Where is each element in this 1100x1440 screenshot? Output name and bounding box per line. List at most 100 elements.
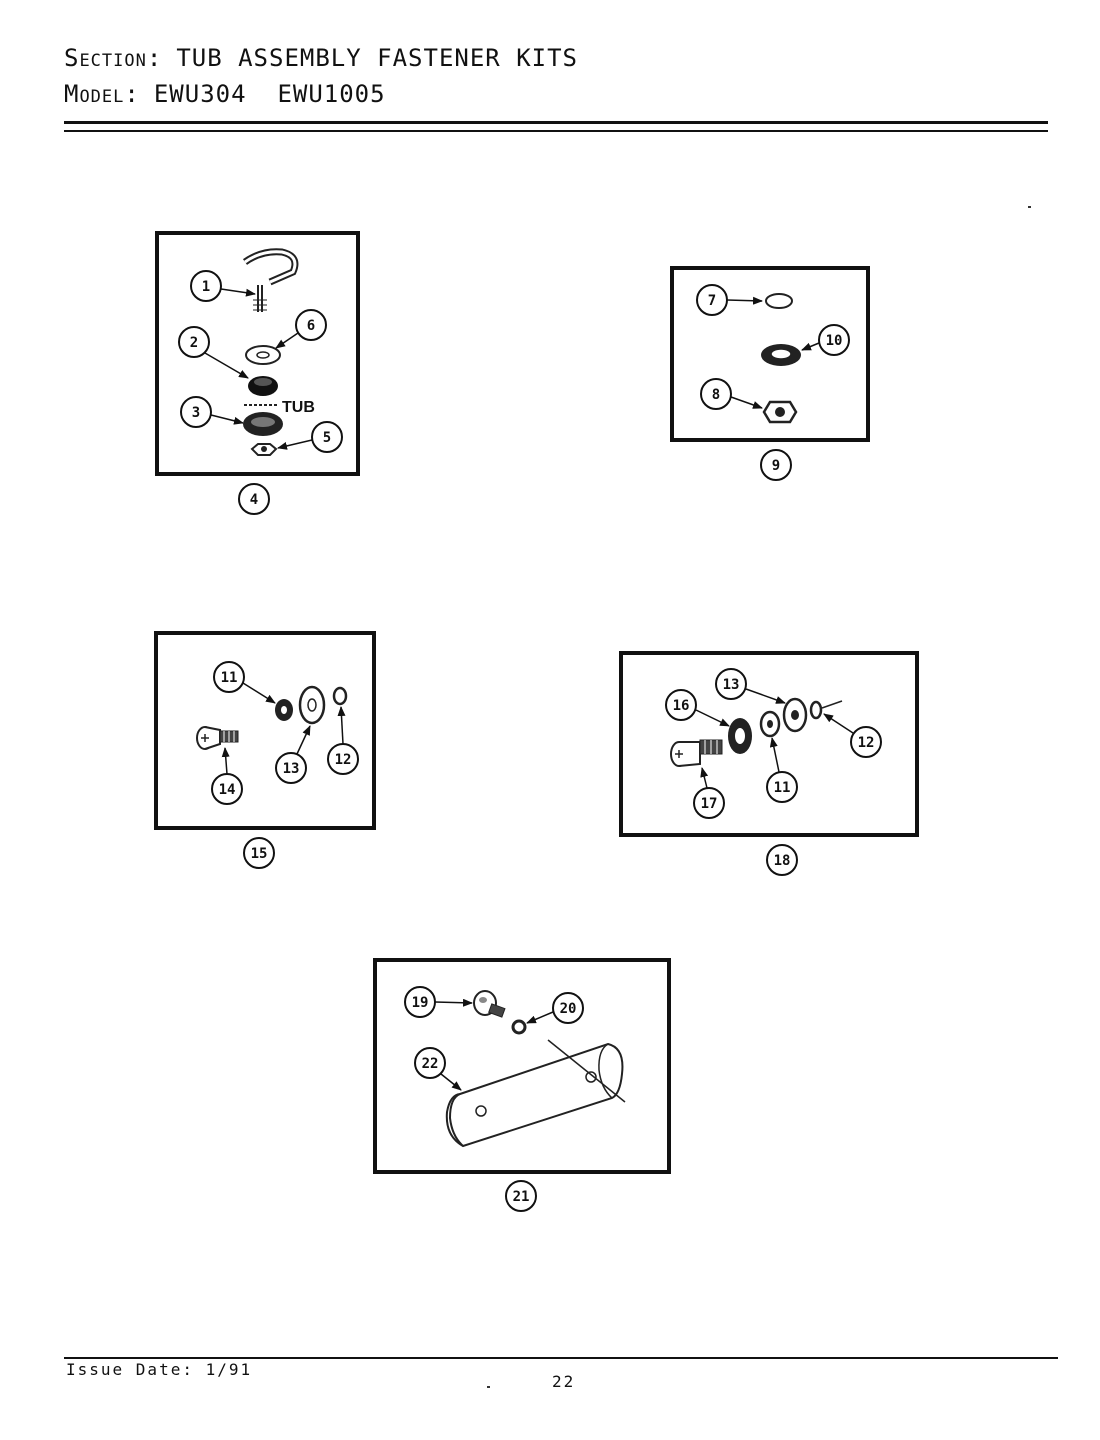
callout-3-label: 3	[192, 405, 200, 421]
callout-1-label: 1	[202, 279, 210, 295]
screw-14-part	[196, 726, 239, 750]
j-bolt-part	[242, 248, 299, 312]
callout-3	[180, 396, 212, 428]
kit-4-number-label: 4	[250, 492, 258, 508]
callout-2	[178, 326, 210, 358]
bracket-22-part	[445, 1042, 624, 1148]
spacer-hole	[256, 351, 270, 359]
callout-16-label: 16	[673, 698, 690, 714]
callout-20	[552, 992, 584, 1024]
kit-15-number	[243, 837, 275, 869]
callout-19-label: 19	[412, 995, 429, 1011]
callout-16	[665, 689, 697, 721]
kit-18-group: 13 16 12 17 11 18	[619, 651, 919, 876]
callout-8-leader	[730, 396, 763, 409]
callout-13-kit18-label: 13	[723, 677, 740, 693]
kit-15-number-label: 15	[251, 846, 268, 862]
kit-18-number-label: 18	[774, 853, 791, 869]
kit-15-frame	[154, 631, 376, 830]
issue-date: Issue Date: 1/91	[66, 1360, 253, 1379]
callout-22-label: 22	[422, 1056, 439, 1072]
section-label: Section:	[64, 44, 163, 72]
callout-7-label: 7	[708, 293, 716, 309]
kit-9-number	[760, 449, 792, 481]
nut-11b-hole	[767, 720, 773, 728]
callout-13-kit18	[715, 668, 747, 700]
model-label: Model:	[64, 80, 140, 108]
header-rule-thin	[64, 130, 1048, 132]
callout-11-kit18	[766, 771, 798, 803]
callout-6-leader	[275, 332, 299, 349]
callout-19-leader	[434, 998, 473, 1007]
washer-12b-part	[809, 700, 823, 720]
hex-nut-9-hole	[775, 407, 785, 417]
callout-14-leader	[221, 747, 230, 775]
hex-nut-hole	[261, 446, 267, 452]
kit-9-frame	[670, 266, 870, 442]
section-title: TUB ASSEMBLY FASTENER KITS	[176, 44, 578, 72]
washer-13b-hole	[791, 710, 799, 720]
kit-4-frame	[155, 231, 360, 476]
callout-11-kit18-leader	[769, 737, 780, 773]
callout-22	[414, 1047, 446, 1079]
callout-1	[190, 270, 222, 302]
washer-part	[765, 293, 793, 309]
washer-13-hole	[307, 698, 317, 712]
callout-12-kit18-leader	[823, 713, 854, 734]
washer-16-hole	[735, 728, 745, 744]
callout-16-leader	[695, 709, 730, 727]
callout-13	[275, 752, 307, 784]
section-header: Section: TUB ASSEMBLY FASTENER KITS	[64, 44, 578, 72]
nut-11-hole	[281, 706, 287, 714]
assembly-axis-line	[821, 700, 843, 709]
kit-18-number	[766, 844, 798, 876]
model-numbers: EWU304 EWU1005	[153, 80, 386, 108]
callout-13-leader	[296, 725, 311, 755]
model-header: Model: EWU304 EWU1005	[64, 80, 386, 108]
callout-10-leader	[801, 342, 820, 351]
kit-9-number-label: 9	[772, 458, 780, 474]
callout-17-label: 17	[701, 796, 718, 812]
callout-17-leader	[700, 767, 709, 789]
scan-speck	[1028, 206, 1031, 208]
callout-11-kit18-label: 11	[774, 780, 791, 796]
kit-4-group: TUB 1 2 6 3 5 4	[155, 231, 360, 515]
grommet-highlight	[254, 378, 272, 386]
bolt-17-part	[670, 739, 723, 767]
callout-3-leader	[210, 414, 244, 425]
callout-11	[213, 661, 245, 693]
kit-21-group: 19 20 22 21	[373, 958, 671, 1212]
header-rule-thick	[64, 121, 1048, 124]
callout-12-leader	[337, 706, 346, 745]
callout-22-leader	[440, 1073, 462, 1091]
callout-6-label: 6	[307, 318, 315, 334]
callout-13-kit18-leader	[745, 688, 786, 704]
callout-12-kit18	[850, 726, 882, 758]
callout-5	[311, 421, 343, 453]
callout-1-leader	[220, 288, 256, 297]
kit-21-number	[505, 1180, 537, 1212]
footer-rule	[64, 1357, 1058, 1359]
page-number: 22	[552, 1372, 576, 1391]
callout-2-leader	[204, 352, 249, 379]
callout-11-leader	[242, 682, 276, 704]
callout-7-leader	[726, 296, 763, 305]
callout-8	[700, 378, 732, 410]
callout-11-label: 11	[221, 670, 238, 686]
callout-12-kit18-label: 12	[858, 735, 875, 751]
kit-21-frame	[373, 958, 671, 1174]
callout-20-label: 20	[560, 1001, 577, 1017]
mounting-axis-line	[547, 1039, 626, 1103]
tub-label: TUB	[282, 399, 315, 416]
kit-9-group: 7 10 8 9	[670, 266, 870, 481]
lower-grommet-highlight	[251, 417, 275, 427]
callout-13-label: 13	[283, 761, 300, 777]
callout-20-leader	[526, 1011, 554, 1024]
callout-8-label: 8	[712, 387, 720, 403]
callout-14-label: 14	[219, 782, 236, 798]
callout-6	[295, 309, 327, 341]
callout-2-label: 2	[190, 335, 198, 351]
callout-12-label: 12	[335, 752, 352, 768]
callout-5-label: 5	[323, 430, 331, 446]
